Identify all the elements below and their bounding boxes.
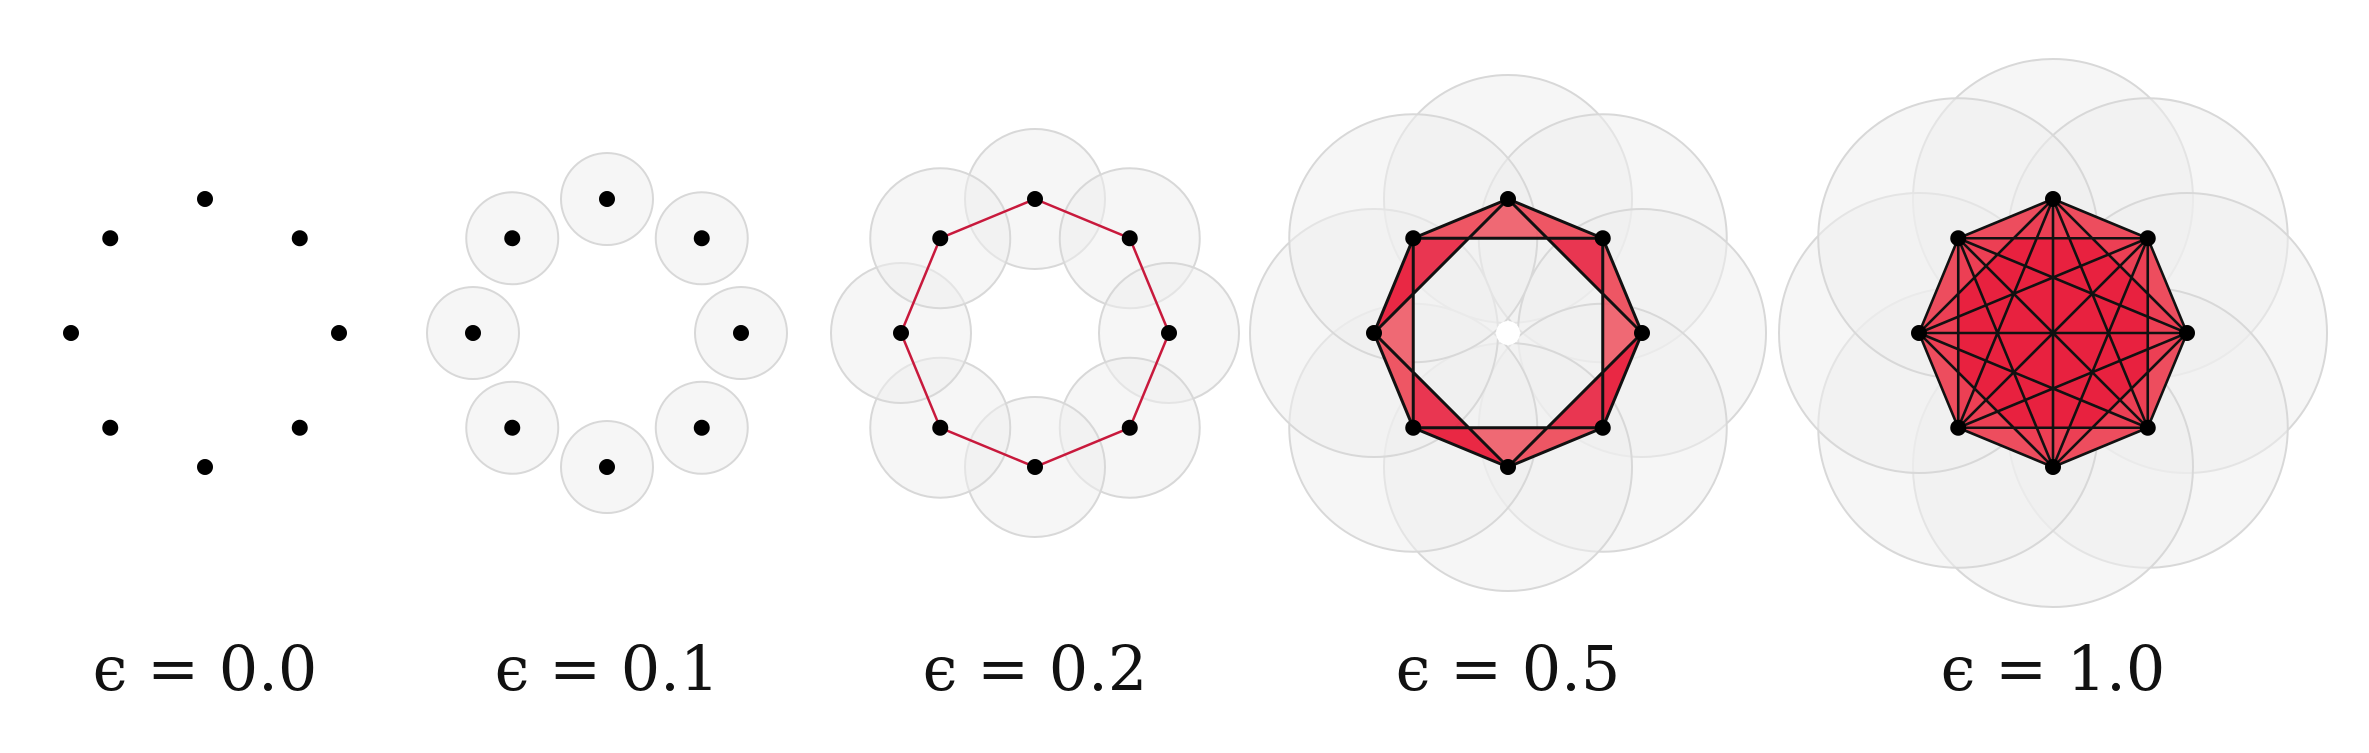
edge-3-4: [1507, 426, 1604, 469]
vertex-7: [1950, 230, 1967, 247]
panel-eps-0-2: [830, 128, 1240, 538]
vertex-7: [1405, 230, 1422, 247]
vertex-0: [1500, 191, 1516, 207]
vertex-0: [599, 191, 615, 207]
edge-4-6: [1372, 331, 1510, 469]
edge-2-4: [1506, 331, 1644, 469]
vertex-7: [504, 230, 521, 247]
panel-eps-0-1: [426, 152, 788, 514]
vertex-3: [1594, 419, 1611, 436]
vertex-0: [1027, 191, 1043, 207]
triangle-7: [1413, 199, 1603, 239]
vertex-7: [932, 230, 949, 247]
edge-0-1: [2052, 197, 2149, 240]
edge-6-0: [1372, 197, 1510, 335]
vertex-2: [733, 325, 749, 341]
vertex-5: [1950, 419, 1967, 436]
panel-eps-0: [63, 191, 347, 475]
vertex-0: [197, 191, 213, 207]
vertex-3: [693, 419, 710, 436]
edges: [1917, 197, 2189, 469]
vertex-4: [1027, 459, 1043, 475]
edges: [1372, 197, 1644, 469]
vertex-6: [1911, 325, 1927, 341]
epsilon-label-1: ϵ = 0.1: [495, 632, 720, 705]
epsilon-label-0: ϵ = 0.0: [93, 632, 318, 705]
vertex-1: [1594, 230, 1611, 247]
edge-1-2: [1601, 237, 1644, 334]
vertex-6: [1366, 325, 1382, 341]
panels-layer: [63, 58, 2328, 608]
vertex-6: [465, 325, 481, 341]
vertices: [1911, 191, 2195, 475]
edge-2-7: [1957, 237, 2188, 335]
vertex-3: [1121, 419, 1138, 436]
vertices: [1366, 191, 1650, 475]
edge-5-6: [1917, 332, 1960, 429]
vertex-4: [1500, 459, 1516, 475]
vertex-7: [102, 230, 119, 247]
edge-4-7: [1957, 237, 2055, 468]
vertex-4: [197, 459, 213, 475]
edge-6-7: [1917, 237, 1960, 334]
edge-2-3: [2146, 332, 2189, 429]
edge-7-0: [1412, 197, 1509, 240]
edge-0-1: [1507, 197, 1604, 240]
vertex-5: [504, 419, 521, 436]
edge-4-6: [1918, 332, 2054, 468]
vertex-3: [291, 419, 308, 436]
edge-2-3: [1601, 332, 1644, 429]
vertex-5: [102, 419, 119, 436]
edge-0-7: [1957, 197, 2054, 240]
epsilon-label-2: ϵ = 0.2: [923, 632, 1148, 705]
edge-0-2: [1506, 197, 1644, 335]
edge-4-5: [1412, 426, 1509, 469]
edge-4-5: [1957, 426, 2054, 469]
panel-eps-1: [1778, 58, 2328, 608]
vertices: [893, 191, 1177, 475]
vertex-6: [893, 325, 909, 341]
vertex-2: [331, 325, 347, 341]
epsilon-label-3: ϵ = 0.5: [1396, 632, 1621, 705]
vertex-0: [2045, 191, 2061, 207]
vertex-6: [63, 325, 79, 341]
vertex-1: [1121, 230, 1138, 247]
balls: [830, 128, 1240, 538]
vertex-4: [2045, 459, 2061, 475]
edge-6-7: [1372, 237, 1415, 334]
vertices: [465, 191, 749, 475]
epsilon-label-4: ϵ = 1.0: [1941, 632, 2166, 705]
vertex-2: [1161, 325, 1177, 341]
vertex-1: [2139, 230, 2156, 247]
labels-layer: ϵ = 0.0 ϵ = 0.1 ϵ = 0.2 ϵ = 0.5 ϵ = 1.0: [93, 632, 2166, 705]
vertex-1: [693, 230, 710, 247]
vertex-5: [932, 419, 949, 436]
vertex-3: [2139, 419, 2156, 436]
vertex-5: [1405, 419, 1422, 436]
vertex-4: [599, 459, 615, 475]
edge-3-4: [2052, 426, 2149, 469]
edge-3-7: [1957, 237, 2149, 429]
vertex-2: [1634, 325, 1650, 341]
panel-eps-0-5: [1249, 74, 1767, 592]
center-hole: [1496, 321, 1520, 345]
vertices: [63, 191, 347, 475]
vertex-1: [291, 230, 308, 247]
edge-5-6: [1372, 332, 1415, 429]
edge-1-2: [2146, 237, 2189, 334]
vertex-2: [2179, 325, 2195, 341]
